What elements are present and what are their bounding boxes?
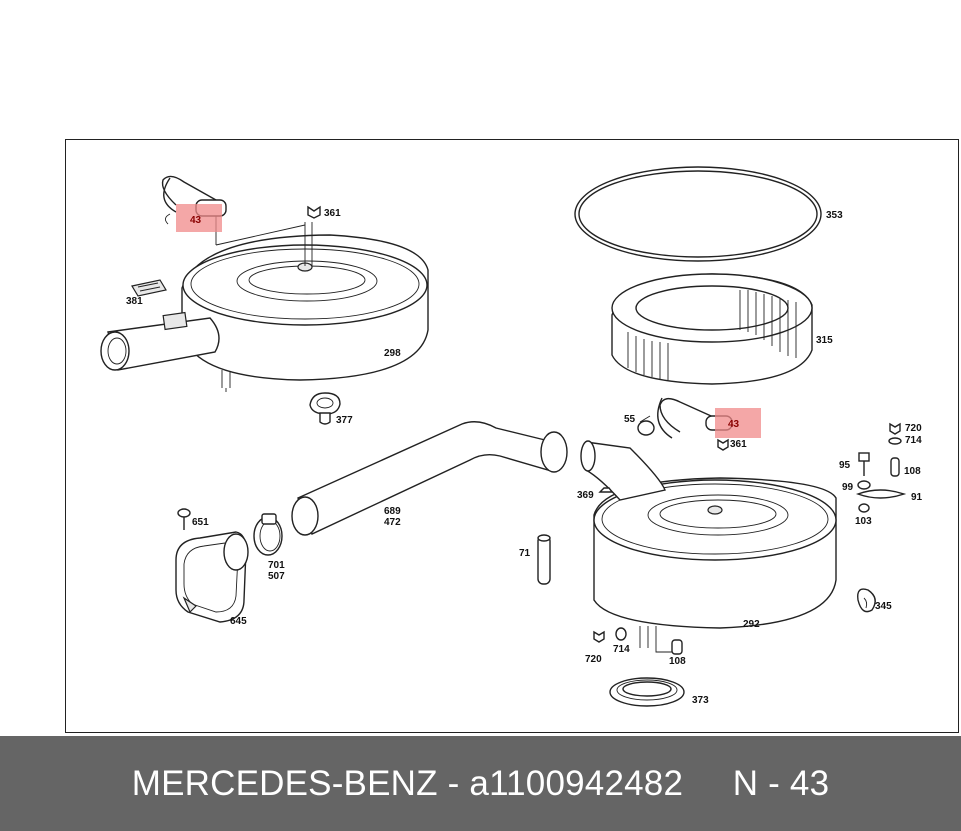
callout-108-right: 108 [904, 466, 921, 477]
callout-71: 71 [519, 548, 531, 559]
callout-720-right: 720 [905, 423, 922, 434]
bellows-645 [175, 531, 249, 623]
callout-377: 377 [336, 415, 353, 426]
callout-714-bottom: 714 [613, 644, 630, 655]
ring-373 [609, 677, 685, 707]
hardware-stack-right [855, 422, 907, 513]
label-plate-381 [131, 279, 167, 297]
nut-369 [598, 487, 614, 493]
callout-373: 373 [692, 695, 709, 706]
air-filter-housing-292 [580, 440, 837, 653]
callout-689: 689 [384, 506, 401, 517]
sealing-ring-353 [574, 166, 822, 262]
grommet-377 [309, 392, 341, 425]
callout-55: 55 [624, 414, 636, 425]
callout-99: 99 [842, 482, 854, 493]
highlight-43-right [715, 408, 761, 438]
wing-nut-361-right [717, 438, 729, 451]
highlight-43-upper [176, 204, 222, 232]
callout-95: 95 [839, 460, 851, 471]
callout-43-right: 43 [728, 419, 740, 430]
filter-element-315 [611, 273, 813, 385]
part-number-caption: MERCEDES-BENZ - a1100942482 N - 43 [131, 763, 830, 803]
fasteners-bottom [593, 627, 683, 655]
footer-bar: MERCEDES-BENZ - a1100942482 N - 43 [0, 736, 961, 831]
callout-91: 91 [911, 492, 923, 503]
callout-315: 315 [816, 335, 833, 346]
callout-108-bottom: 108 [669, 656, 686, 667]
callout-292: 292 [743, 619, 760, 630]
callout-472: 472 [384, 517, 401, 528]
callout-345: 345 [875, 601, 892, 612]
intake-pipe-689 [291, 421, 568, 536]
air-filter-housing-298 [100, 222, 429, 392]
callout-298: 298 [384, 348, 401, 359]
callout-507: 507 [268, 571, 285, 582]
callout-651: 651 [192, 517, 209, 528]
callout-361-upper: 361 [324, 208, 341, 219]
callout-369: 369 [577, 490, 594, 501]
callout-103: 103 [855, 516, 872, 527]
callout-645: 645 [230, 616, 247, 627]
clip-345 [857, 588, 876, 613]
clip-55 [637, 415, 655, 436]
callout-353: 353 [826, 210, 843, 221]
callout-701: 701 [268, 560, 285, 571]
callout-43-upper: 43 [190, 215, 202, 226]
screw-651 [177, 508, 191, 530]
callout-361-right: 361 [730, 439, 747, 450]
hose-clamp-701 [253, 513, 283, 556]
wing-nut-361-upper [307, 205, 321, 219]
callout-381: 381 [126, 296, 143, 307]
pipe-71 [537, 534, 551, 585]
callout-714-right: 714 [905, 435, 922, 446]
callout-720-bottom: 720 [585, 654, 602, 665]
